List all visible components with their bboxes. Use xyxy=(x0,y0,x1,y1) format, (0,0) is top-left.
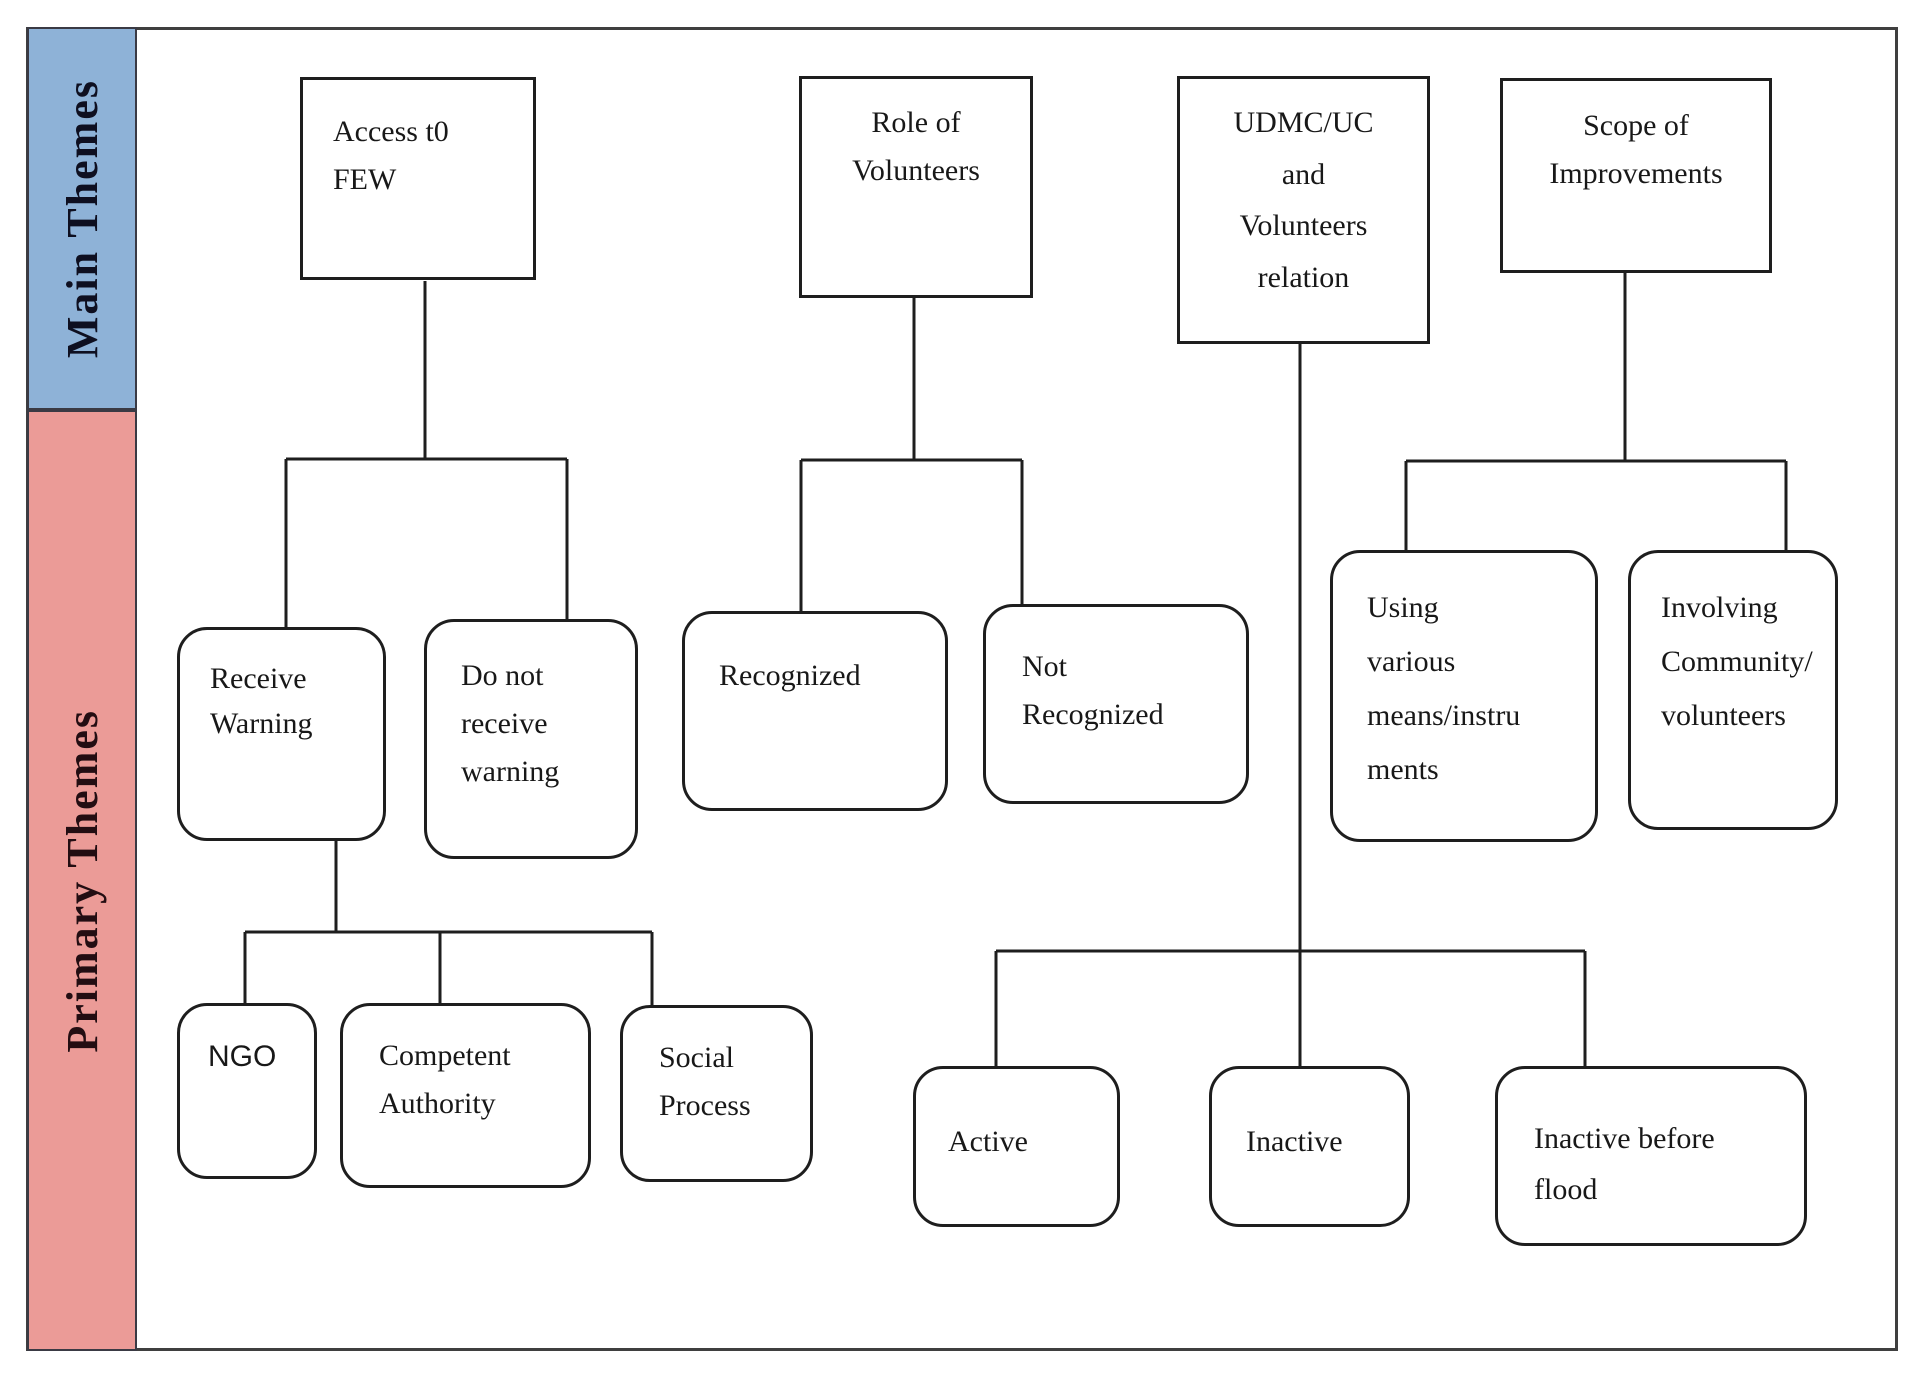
node-ngo: NGO xyxy=(177,1003,317,1179)
node-competent-authority: Competent Authority xyxy=(340,1003,591,1188)
node-inactive-before-flood: Inactive before flood xyxy=(1495,1066,1807,1246)
node-inactive: Inactive xyxy=(1209,1066,1410,1227)
node-scope-improvements: Scope of Improvements xyxy=(1500,78,1772,273)
node-involving-community: Involving Community/ volunteers xyxy=(1628,550,1838,830)
node-active: Active xyxy=(913,1066,1120,1227)
primary-themes-label: Primary Themes xyxy=(57,708,107,1053)
node-social-process: Social Process xyxy=(620,1005,813,1182)
sidebar-primary-themes: Primary Themes xyxy=(27,410,137,1351)
node-not-recognized: Not Recognized xyxy=(983,604,1249,804)
node-do-not-receive: Do not receive warning xyxy=(424,619,638,859)
node-udmc-uc-relation: UDMC/UC and Volunteers relation xyxy=(1177,76,1430,344)
node-recognized: Recognized xyxy=(682,611,948,811)
main-themes-label: Main Themes xyxy=(57,78,107,359)
node-receive-warning: Receive Warning xyxy=(177,627,386,841)
sidebar-main-themes: Main Themes xyxy=(27,27,137,410)
node-using-various: Using various means/instru ments xyxy=(1330,550,1598,842)
node-role-of-volunteers: Role of Volunteers xyxy=(799,76,1033,298)
node-access-few: Access t0 FEW xyxy=(300,77,536,280)
